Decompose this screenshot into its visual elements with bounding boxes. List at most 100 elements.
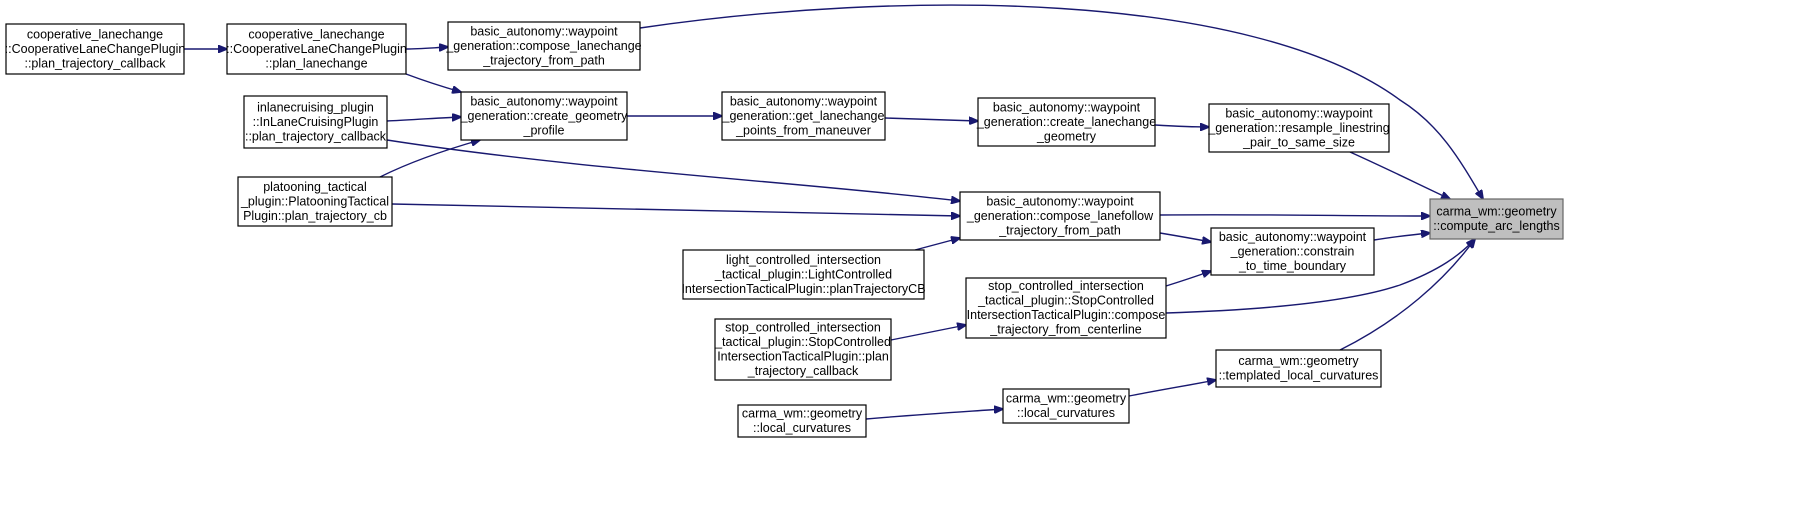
edge-n6-n7: [884, 118, 978, 121]
node-label-line: carma_wm::geometry: [1238, 354, 1359, 368]
node-label-line: _generation::create_lanechange: [976, 115, 1156, 129]
edge-n10-n11: [1159, 215, 1430, 216]
node-label-line: _generation::create_geometry: [460, 109, 629, 123]
node-label-line: _trajectory_from_centerline: [989, 323, 1142, 337]
node-box: [460, 91, 628, 141]
node-box: [977, 97, 1156, 147]
node-n6[interactable]: basic_autonomy::waypoint_generation::get…: [721, 91, 886, 141]
node-box: [965, 277, 1167, 339]
node-label-line: cooperative_lanechange: [27, 27, 163, 41]
node-n9[interactable]: platooning_tactical_plugin::PlatooningTa…: [237, 176, 393, 227]
node-label-line: _tactical_plugin::StopControlled: [977, 294, 1154, 308]
node-box: [5, 23, 185, 75]
edge-n8-n11: [1349, 151, 1450, 199]
edge-n14-n13: [1165, 271, 1211, 287]
node-n14[interactable]: stop_controlled_intersection_tactical_pl…: [965, 277, 1167, 339]
node-label-line: ::CooperativeLaneChangePlugin: [226, 42, 407, 56]
node-label-line: _trajectory_from_path: [482, 53, 605, 67]
node-label-line: _tactical_plugin::LightControlled: [714, 267, 892, 281]
node-label-line: _generation::compose_lanefollow: [966, 209, 1154, 223]
edge-n2-n3: [405, 47, 448, 49]
node-label-line: _trajectory_from_path: [998, 223, 1121, 237]
edge-n7-n8: [1154, 125, 1209, 127]
node-label-line: _tactical_plugin::StopControlled: [714, 335, 891, 349]
node-box: [737, 404, 867, 438]
node-box: [1002, 388, 1130, 424]
node-box: [447, 21, 641, 71]
node-box: [226, 23, 407, 75]
node-n1[interactable]: cooperative_lanechange::CooperativeLaneC…: [5, 23, 186, 75]
node-label-line: _generation::get_lanechange: [722, 109, 885, 123]
node-label-line: basic_autonomy::waypoint: [730, 94, 878, 108]
node-n10[interactable]: basic_autonomy::waypoint_generation::com…: [959, 191, 1161, 241]
node-n11[interactable]: carma_wm::geometry::compute_arc_lengths: [1429, 198, 1564, 240]
edge-n2-n5: [405, 73, 461, 92]
edge-n13-n11: [1373, 233, 1430, 241]
node-n4[interactable]: inlanecruising_plugin::InLaneCruisingPlu…: [243, 95, 388, 149]
node-n13[interactable]: basic_autonomy::waypoint_generation::con…: [1210, 227, 1375, 276]
node-n2[interactable]: cooperative_lanechange::CooperativeLaneC…: [226, 23, 407, 75]
node-label-line: ::plan_trajectory_callback: [24, 56, 166, 70]
node-label-line: light_controlled_intersection: [726, 253, 881, 267]
edge-n12-n10: [914, 238, 960, 251]
nodes-layer: cooperative_lanechange::CooperativeLaneC…: [5, 21, 1564, 438]
node-box: [237, 176, 393, 227]
node-n3[interactable]: basic_autonomy::waypoint_generation::com…: [445, 21, 642, 71]
node-box: [714, 318, 892, 381]
edge-n9-n5: [379, 140, 480, 178]
node-label-line: _plugin::PlatooningTactical: [240, 194, 389, 208]
node-box: [243, 95, 388, 149]
node-label-line: _points_from_maneuver: [735, 123, 871, 137]
node-label-line: ::compute_arc_lengths: [1433, 219, 1559, 233]
node-label-line: ::plan_lanechange: [265, 56, 367, 70]
node-label-line: basic_autonomy::waypoint: [993, 100, 1141, 114]
node-n15[interactable]: stop_controlled_intersection_tactical_pl…: [714, 318, 892, 381]
node-box: [682, 249, 925, 300]
node-n16[interactable]: carma_wm::geometry::templated_local_curv…: [1215, 349, 1382, 388]
node-label-line: ::local_curvatures: [1017, 406, 1115, 420]
node-label-line: carma_wm::geometry: [1006, 392, 1127, 406]
edge-n10-n13: [1159, 232, 1211, 242]
node-label-line: Plugin::plan_trajectory_cb: [243, 209, 387, 223]
edge-n14-n11: [1165, 239, 1475, 314]
node-label-line: platooning_tactical: [263, 180, 367, 194]
node-box: [1429, 198, 1564, 240]
node-label-line: basic_autonomy::waypoint: [1219, 230, 1367, 244]
edge-n16-n11: [1339, 239, 1475, 351]
node-label-line: IntersectionTacticalPlugin::planTrajecto…: [681, 282, 925, 296]
edge-n3-n11: [639, 4, 1483, 199]
node-label-line: basic_autonomy::waypoint: [470, 94, 618, 108]
edge-n17-n16: [1128, 380, 1216, 397]
node-label-line: carma_wm::geometry: [742, 407, 863, 421]
node-n5[interactable]: basic_autonomy::waypoint_generation::cre…: [460, 91, 629, 141]
node-box: [1208, 103, 1390, 153]
node-label-line: basic_autonomy::waypoint: [1225, 106, 1373, 120]
node-n7[interactable]: basic_autonomy::waypoint_generation::cre…: [976, 97, 1156, 147]
node-label-line: _trajectory_callback: [747, 364, 859, 378]
node-label-line: carma_wm::geometry: [1436, 205, 1557, 219]
edge-n9-n10: [391, 203, 960, 216]
node-label-line: basic_autonomy::waypoint: [986, 194, 1134, 208]
node-label-line: ::templated_local_curvatures: [1219, 369, 1379, 383]
node-n8[interactable]: basic_autonomy::waypoint_generation::res…: [1207, 103, 1390, 153]
node-label-line: ::CooperativeLaneChangePlugin: [5, 42, 186, 56]
node-label-line: _generation::resample_linestring: [1207, 121, 1389, 135]
node-label-line: _generation::compose_lanechange: [445, 39, 641, 53]
edges-layer: [184, 4, 1483, 420]
node-label-line: stop_controlled_intersection: [725, 321, 881, 335]
node-label-line: _generation::constrain: [1230, 244, 1355, 258]
node-label-line: _pair_to_same_size: [1242, 135, 1355, 149]
node-box: [1215, 349, 1382, 388]
node-label-line: basic_autonomy::waypoint: [470, 24, 618, 38]
edge-n15-n14: [890, 325, 966, 341]
node-n17[interactable]: carma_wm::geometry::local_curvatures: [1002, 388, 1130, 424]
node-label-line: IntersectionTacticalPlugin::compose: [967, 308, 1166, 322]
node-label-line: cooperative_lanechange: [248, 27, 384, 41]
node-n18[interactable]: carma_wm::geometry::local_curvatures: [737, 404, 867, 438]
node-label-line: _profile: [523, 123, 565, 137]
node-label-line: IntersectionTacticalPlugin::plan: [717, 350, 889, 364]
node-label-line: ::plan_trajectory_callback: [245, 129, 387, 143]
node-n12[interactable]: light_controlled_intersection_tactical_p…: [681, 249, 926, 300]
node-label-line: ::local_curvatures: [753, 421, 851, 435]
